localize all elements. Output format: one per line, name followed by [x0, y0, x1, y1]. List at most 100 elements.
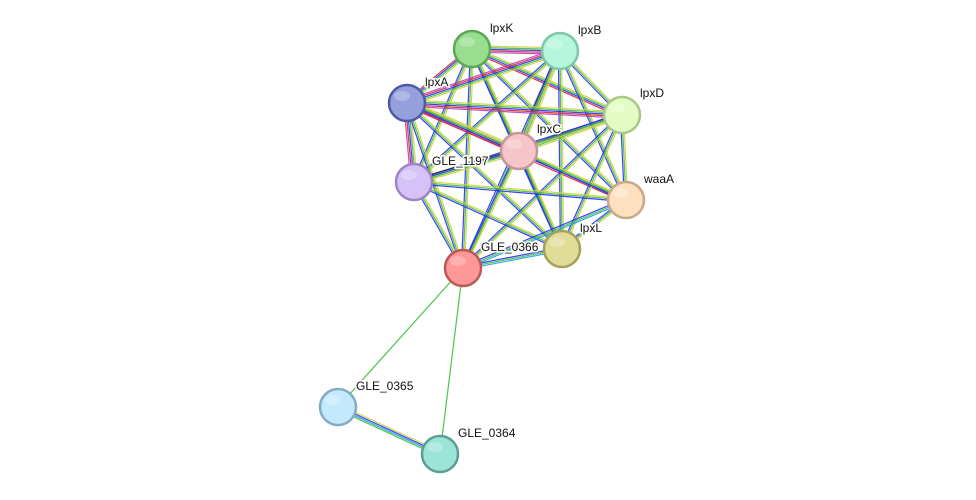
node-label-halo: GLE_0364: [458, 426, 516, 440]
edge-evidence-line: [412, 49, 560, 182]
node-highlight: [459, 37, 475, 47]
edge-evidence-line: [560, 50, 565, 249]
node-label: lpxK: [490, 21, 513, 35]
edge-evidence-line: [407, 51, 561, 106]
edge-evidence-line: [413, 182, 626, 203]
node-label-halo: waaA: [643, 172, 674, 186]
edge-evidence-line: [407, 101, 564, 249]
edge-evidence-line: [561, 114, 623, 250]
node-highlight: [609, 103, 625, 113]
edge-evidence-line: [404, 103, 463, 269]
node-label-halo: lpxA: [425, 75, 448, 89]
edge-evidence-line: [414, 179, 627, 200]
edge-evidence-line: [407, 99, 623, 113]
edge-lpxC-waaA[interactable]: [518, 148, 627, 203]
edge-evidence-line: [405, 103, 562, 251]
node-circle[interactable]: [387, 83, 427, 123]
edge-waaA-GLE_0366[interactable]: [462, 197, 627, 271]
edge-evidence-line: [518, 150, 627, 201]
node-circle[interactable]: [540, 31, 580, 71]
node-label-halo: GLE_0366: [481, 240, 539, 254]
node-circle[interactable]: [542, 229, 582, 269]
node-highlight: [506, 139, 522, 149]
edge-evidence-line: [462, 150, 520, 269]
edge-evidence-line: [337, 267, 464, 408]
edge-lpxB-lpxA[interactable]: [405, 47, 562, 107]
node-highlight: [401, 170, 417, 180]
node-highlight: [549, 237, 565, 247]
node-label-halo: GLE_1197: [432, 154, 489, 168]
node-highlight: [325, 395, 341, 405]
node-label: lpxD: [640, 86, 664, 100]
edge-GLE_0366-GLE_0365[interactable]: [337, 267, 464, 408]
node-label: GLE_0366: [481, 240, 539, 254]
edge-evidence-line: [407, 53, 562, 107]
node-label: GLE_0364: [458, 426, 516, 440]
edge-GLE_0366-GLE_0364[interactable]: [439, 267, 464, 455]
edge-evidence-line: [562, 115, 625, 250]
edge-evidence-line: [407, 100, 623, 115]
node-circle[interactable]: [602, 95, 642, 135]
node-circle[interactable]: [420, 434, 460, 474]
node-label: lpxC: [537, 122, 561, 136]
node-circle[interactable]: [452, 29, 492, 69]
node-label-halo: lpxB: [578, 23, 601, 37]
node-circle[interactable]: [318, 387, 358, 427]
node-circle[interactable]: [499, 131, 539, 171]
node-highlight: [427, 442, 443, 452]
node-label-halo: lpxD: [640, 86, 664, 100]
edge-GLE_1197-waaA[interactable]: [413, 179, 627, 203]
node-label: lpxL: [580, 221, 602, 235]
edge-evidence-line: [405, 47, 560, 101]
edge-evidence-line: [408, 99, 521, 149]
edge-evidence-line: [461, 113, 622, 268]
node-circle[interactable]: [606, 180, 646, 220]
edge-evidence-line: [414, 51, 562, 184]
node-highlight: [394, 91, 410, 101]
edge-evidence-line: [462, 197, 626, 268]
edge-lpxA-lpxD[interactable]: [406, 99, 623, 119]
edge-evidence-line: [413, 50, 561, 183]
edge-evidence-line: [406, 103, 622, 118]
node-circle[interactable]: [394, 162, 434, 202]
node-label: GLE_1197: [432, 154, 489, 168]
edge-lpxB-GLE_1197[interactable]: [412, 49, 562, 184]
node-label-halo: lpxC: [537, 122, 561, 136]
edge-evidence-line: [557, 51, 562, 250]
edge-evidence-line: [463, 151, 521, 269]
edge-evidence-line: [463, 200, 627, 271]
edge-lpxA-lpxL[interactable]: [405, 101, 564, 251]
node-label: lpxB: [578, 23, 601, 37]
edge-evidence-line: [406, 105, 622, 119]
edge-evidence-line: [519, 148, 627, 200]
node-circle[interactable]: [443, 248, 483, 288]
node-highlight: [613, 188, 629, 198]
edge-evidence-line: [406, 50, 561, 104]
edge-evidence-line: [406, 102, 563, 250]
node-highlight: [547, 39, 563, 49]
node-highlight: [450, 256, 466, 266]
edge-lpxC-GLE_0366[interactable]: [461, 150, 521, 269]
edge-evidence-line: [559, 50, 563, 250]
node-label-halo: GLE_0365: [356, 379, 414, 393]
edge-lpxB-lpxL[interactable]: [557, 50, 565, 250]
node-label: lpxA: [425, 75, 448, 89]
edge-evidence-line: [439, 267, 464, 455]
edge-evidence-line: [462, 199, 627, 269]
edge-evidence-line: [413, 181, 627, 201]
node-label-halo: lpxL: [580, 221, 602, 235]
edge-evidence-line: [461, 150, 519, 268]
